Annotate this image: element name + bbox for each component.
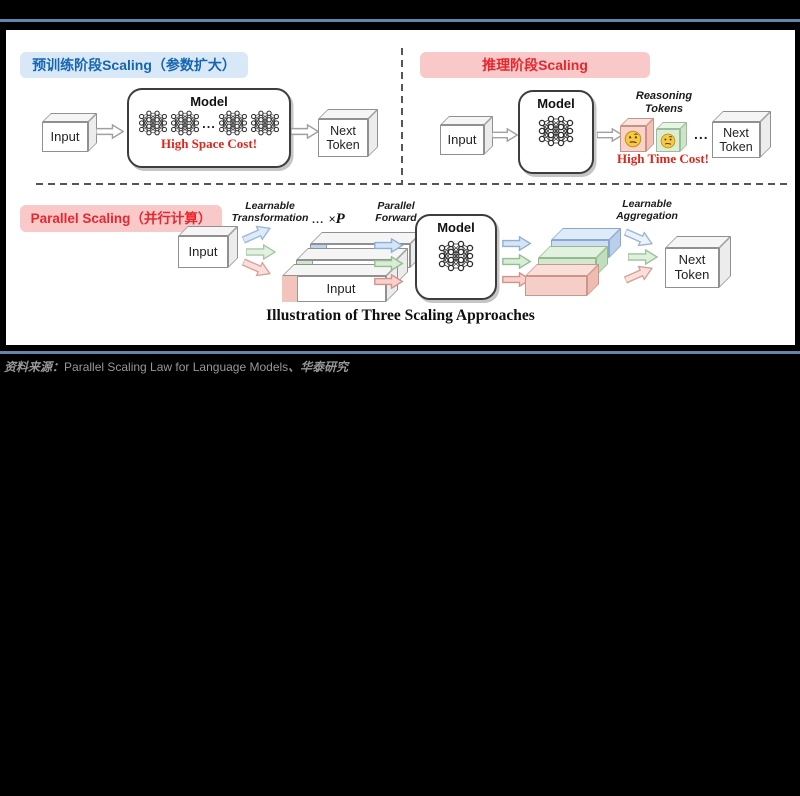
output-arrow-green-icon: [497, 254, 537, 269]
parallel-next-token-label: Next Token: [665, 248, 719, 288]
inference-model-title: Model: [537, 96, 575, 111]
neural-net-icon: [538, 115, 574, 147]
parallel-input-label: Input: [178, 236, 228, 268]
horizontal-divider: [36, 183, 788, 185]
figure-caption: Illustration of Three Scaling Approaches: [266, 307, 535, 324]
pretrain-model-title: Model: [190, 94, 228, 109]
slab-cap-pink: [282, 276, 298, 302]
parallel-model-card: Model: [415, 214, 497, 300]
p-symbol: P: [335, 211, 345, 227]
source-org: 华泰研究: [300, 360, 349, 374]
pretrain-input-label: Input: [42, 122, 88, 152]
bottom-rule: [0, 351, 800, 354]
vertical-divider: [401, 48, 403, 183]
thinking-face-icon: [624, 130, 642, 148]
token-face: [620, 126, 646, 152]
inference-next-token-label: Next Token: [712, 122, 760, 158]
aggregation-arrow-blue-icon: [622, 225, 656, 252]
slab-front: [525, 276, 587, 296]
figure-panel: 预训练阶段Scaling（参数扩大） Input Model ... High …: [6, 30, 795, 345]
output-arrow-blue-icon: [497, 236, 537, 251]
arrow-icon: [291, 122, 319, 141]
inference-cost-label: High Time Cost!: [617, 151, 709, 166]
stacked-input-label: Input: [282, 276, 386, 302]
forward-arrow-blue-icon: [368, 238, 410, 253]
inference-input-label: Input: [440, 125, 484, 155]
box-side-face: [368, 109, 378, 157]
pretrain-network-row: ...: [138, 110, 280, 136]
neural-net-icon: [138, 110, 168, 136]
pretrain-section-label: 预训练阶段Scaling（参数扩大）: [20, 52, 248, 78]
token-face: [656, 129, 680, 152]
parallel-forward-label: Parallel Forward: [375, 200, 417, 225]
source-text: Parallel Scaling Law for Language Models: [64, 360, 289, 374]
ellipsis: ...: [202, 115, 216, 131]
source-line: 资料来源：Parallel Scaling Law for Language M…: [4, 358, 348, 375]
source-prefix: 资料来源：: [4, 360, 65, 374]
pretrain-model-card: Model ... High Space Cost!: [127, 88, 291, 168]
inference-section-label: 推理阶段Scaling: [420, 52, 650, 78]
arrow-icon: [492, 126, 518, 144]
neural-net-icon: [218, 110, 248, 136]
times-sign: ×: [328, 212, 336, 226]
arrow-icon: [96, 122, 124, 141]
learnable-aggregation-label: Learnable Aggregation: [616, 198, 678, 223]
neural-net-icon: [438, 240, 474, 272]
multiplier-label: ... ×P: [312, 210, 372, 228]
learnable-transformation-label: Learnable Transformation: [231, 200, 309, 225]
forward-arrow-green-icon: [368, 256, 410, 271]
box-side-face: [680, 122, 687, 152]
parallel-model-title: Model: [437, 220, 475, 235]
source-separator: 、: [288, 360, 301, 374]
reasoning-tokens-label: Reasoning Tokens: [635, 90, 693, 115]
pretrain-cost-label: High Space Cost!: [160, 136, 258, 151]
thinking-face-icon: [660, 133, 676, 149]
box-side-face: [646, 118, 654, 152]
forward-arrow-pink-icon: [368, 274, 410, 289]
top-rule: [0, 19, 800, 22]
pretrain-next-token-label: Next Token: [318, 119, 368, 157]
neural-net-icon: [170, 110, 200, 136]
ellipsis: ...: [312, 214, 325, 226]
neural-net-icon: [250, 110, 280, 136]
ellipsis: ...: [694, 126, 709, 142]
inference-model-card: Model: [518, 90, 594, 174]
